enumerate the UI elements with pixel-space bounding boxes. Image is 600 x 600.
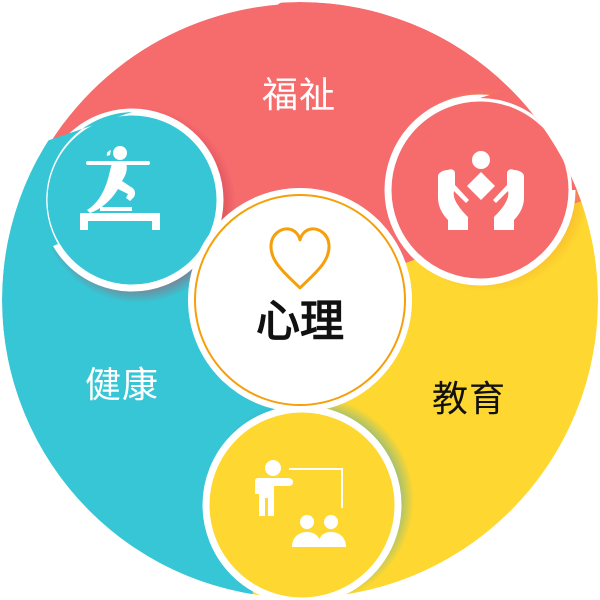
teacher-presentation-icon xyxy=(254,460,346,547)
center-circle xyxy=(188,188,412,412)
segment-label-health: 健康 xyxy=(84,365,160,406)
center-label: 心理 xyxy=(256,296,344,347)
center-ring xyxy=(194,194,406,406)
yoga-pilates-icon xyxy=(80,146,160,230)
segment-label-education: 教育 xyxy=(431,379,507,420)
segment-label-welfare: 福祉 xyxy=(261,75,337,116)
education-icon-bubble xyxy=(202,405,402,598)
heart-icon xyxy=(269,227,331,290)
caring-hands-icon xyxy=(438,151,524,230)
